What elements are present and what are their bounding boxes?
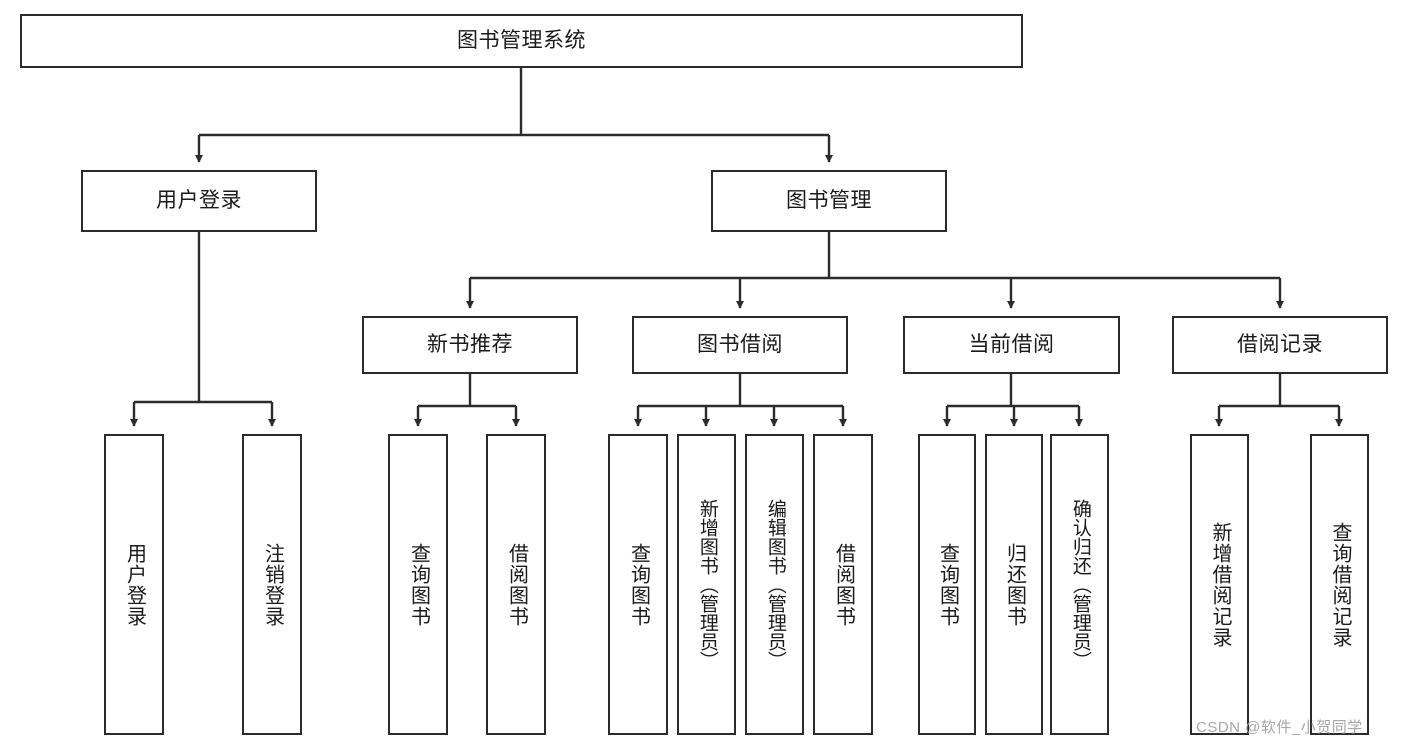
- node-leaf-borrow-book-2[interactable]: 借阅图书: [813, 434, 873, 735]
- node-user-login[interactable]: 用户登录: [81, 170, 317, 232]
- node-leaf-query-book-2[interactable]: 查询图书: [608, 434, 668, 735]
- node-leaf-query-borrow-record[interactable]: 查询借阅记录: [1310, 434, 1369, 735]
- node-borrow-record[interactable]: 借阅记录: [1172, 316, 1388, 374]
- node-leaf-return-book-label: 归还图书: [1003, 542, 1026, 627]
- node-leaf-query-book-3-label: 查询图书: [936, 542, 959, 627]
- node-leaf-logout-label: 注销登录: [261, 542, 284, 627]
- node-leaf-query-book-1-label: 查询图书: [407, 542, 430, 627]
- node-current-borrow[interactable]: 当前借阅: [903, 316, 1120, 374]
- node-current-borrow-label: 当前借阅: [968, 332, 1055, 356]
- node-leaf-borrow-book-1-label: 借阅图书: [505, 542, 528, 627]
- node-leaf-logout[interactable]: 注销登录: [242, 434, 302, 735]
- node-leaf-add-borrow-record-label: 新增借阅记录: [1209, 521, 1231, 648]
- node-leaf-confirm-return-admin-label: 确认归还（管理员）: [1069, 499, 1091, 670]
- node-leaf-borrow-book-1[interactable]: 借阅图书: [486, 434, 546, 735]
- node-book-borrow[interactable]: 图书借阅: [632, 316, 848, 374]
- watermark: CSDN @软件_小贺同学: [1196, 719, 1363, 736]
- node-leaf-query-book-3[interactable]: 查询图书: [918, 434, 976, 735]
- node-leaf-add-book-admin[interactable]: 新增图书（管理员）: [677, 434, 736, 735]
- node-leaf-user-login[interactable]: 用户登录: [104, 434, 164, 735]
- node-leaf-add-book-admin-label: 新增图书（管理员）: [696, 499, 718, 670]
- node-leaf-query-book-1[interactable]: 查询图书: [388, 434, 448, 735]
- node-user-login-label: 用户登录: [156, 188, 242, 212]
- node-leaf-add-borrow-record[interactable]: 新增借阅记录: [1190, 434, 1249, 735]
- node-book-management[interactable]: 图书管理: [711, 170, 947, 232]
- node-leaf-query-borrow-record-label: 查询借阅记录: [1329, 521, 1351, 648]
- node-leaf-query-book-2-label: 查询图书: [627, 542, 650, 627]
- node-new-book-recommend-label: 新书推荐: [427, 332, 513, 356]
- node-book-borrow-label: 图书借阅: [697, 332, 783, 356]
- node-leaf-return-book[interactable]: 归还图书: [985, 434, 1043, 735]
- node-leaf-edit-book-admin-label: 编辑图书（管理员）: [764, 499, 786, 670]
- node-leaf-confirm-return-admin[interactable]: 确认归还（管理员）: [1050, 434, 1109, 735]
- node-root[interactable]: 图书管理系统: [20, 14, 1023, 68]
- node-borrow-record-label: 借阅记录: [1237, 332, 1323, 356]
- node-leaf-edit-book-admin[interactable]: 编辑图书（管理员）: [745, 434, 804, 735]
- node-new-book-recommend[interactable]: 新书推荐: [362, 316, 578, 374]
- node-leaf-borrow-book-2-label: 借阅图书: [832, 542, 855, 627]
- node-leaf-user-login-label: 用户登录: [123, 542, 146, 627]
- node-root-label: 图书管理系统: [457, 28, 586, 52]
- node-book-management-label: 图书管理: [786, 188, 872, 212]
